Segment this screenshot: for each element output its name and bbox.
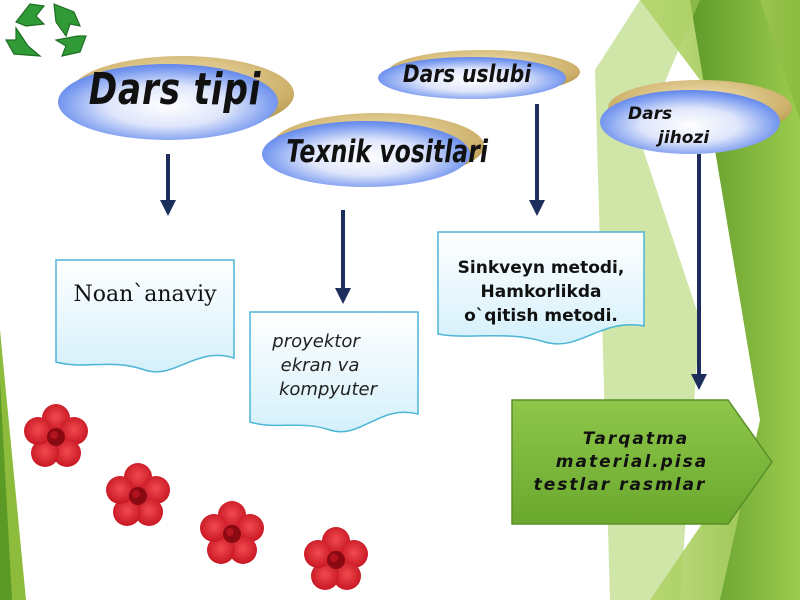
box-proyektor bbox=[249, 311, 419, 433]
text-sinkveyn-line2: Hamkorlikda bbox=[480, 282, 602, 302]
dars-uslubi-ellipse bbox=[378, 57, 566, 99]
heading-texnik-vositlari: Texnik vositlari bbox=[286, 134, 488, 170]
texnik-vositlari-ellipse bbox=[262, 121, 470, 187]
flower-icon bbox=[200, 501, 264, 564]
text-noananaviy: Noan`anaviy bbox=[73, 282, 217, 307]
text-tarqatma-line2: material.pisa bbox=[555, 452, 709, 472]
text-sinkveyn-line1: Sinkveyn metodi, bbox=[457, 258, 625, 278]
text-sinkveyn-line3: o`qitish metodi. bbox=[464, 306, 618, 326]
heading-dars-uslubi: Dars uslubi bbox=[402, 60, 532, 88]
dars-jihozi-ellipse bbox=[600, 90, 780, 154]
text-proyektor-line2: ekran va bbox=[280, 355, 360, 376]
box-noananaviy bbox=[55, 259, 235, 373]
flower-icon bbox=[304, 527, 368, 590]
box-sinkveyn bbox=[437, 231, 645, 345]
heading-dars-jihozi-line2: jihozi bbox=[658, 128, 710, 148]
text-proyektor: proyektor ekran va kompyuter bbox=[250, 330, 418, 402]
text-tarqatma-line1: Tarqatma bbox=[582, 429, 690, 449]
text-tarqatma: Tarqatma material.pisa testlar rasmlar bbox=[520, 428, 720, 497]
text-proyektor-line3: kompyuter bbox=[279, 379, 377, 400]
heading-dars-jihozi-line1: Dars bbox=[628, 104, 673, 124]
flower-icon bbox=[106, 463, 170, 526]
text-sinkveyn: Sinkveyn metodi, Hamkorlikda o`qitish me… bbox=[438, 256, 644, 328]
text-proyektor-line1: proyektor bbox=[272, 331, 360, 352]
flower-icon bbox=[24, 404, 88, 467]
dars-tipi-ellipse bbox=[58, 64, 278, 140]
heading-dars-tipi: Dars tipi bbox=[88, 64, 262, 115]
text-tarqatma-line3: testlar rasmlar bbox=[533, 475, 707, 495]
